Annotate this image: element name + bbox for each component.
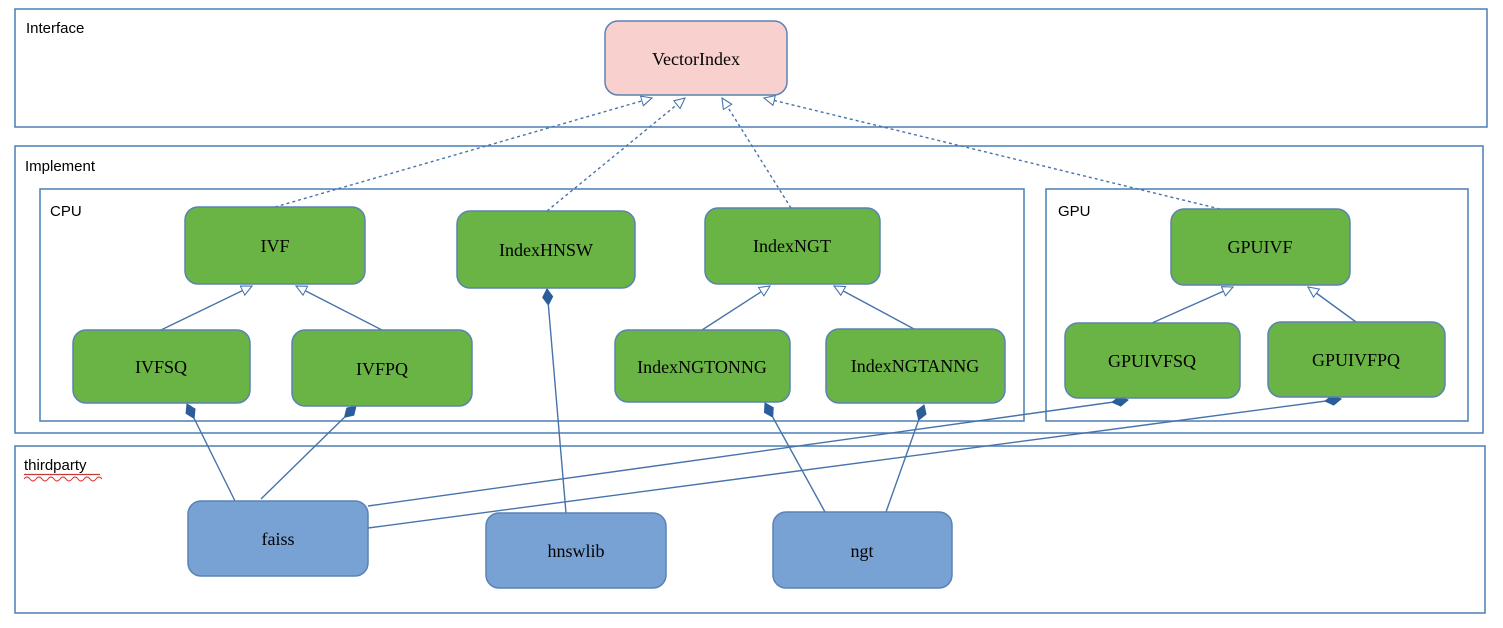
- edge-realization-ivf-vectorindex: [274, 98, 652, 208]
- spellcheck-squiggle: [23, 476, 103, 482]
- node-faiss-label: faiss: [262, 529, 295, 549]
- section-gpu-label: GPU: [1058, 203, 1091, 220]
- section-implement-label: Implement: [25, 158, 96, 175]
- edge-compose-faiss-gpuivfsq: [367, 400, 1128, 507]
- node-hnswlib: hnswlib: [485, 512, 667, 589]
- section-implement-frame: [14, 145, 1484, 434]
- node-vectorindex: VectorIndex: [604, 20, 788, 96]
- node-gpuivf-label: GPUIVF: [1227, 237, 1292, 257]
- section-interface-frame: [14, 8, 1488, 128]
- node-gpuivfpq-label: GPUIVFPQ: [1312, 350, 1400, 370]
- node-indexngtanng: IndexNGTANNG: [825, 328, 1006, 404]
- node-faiss-box: [187, 500, 369, 577]
- node-faiss: faiss: [187, 500, 369, 577]
- edge-realization-gpuivf-vectorindex: [764, 98, 1221, 210]
- section-cpu: CPU: [39, 188, 1025, 422]
- section-cpu-frame: [39, 188, 1025, 422]
- section-gpu: GPU: [1045, 188, 1469, 422]
- section-interface: Interface: [14, 8, 1488, 128]
- edge-compose-faiss-ivfpq: [260, 406, 356, 500]
- node-indexhnsw-box: [456, 210, 636, 289]
- node-ivf-label: IVF: [260, 236, 289, 256]
- section-thirdparty-frame: [14, 445, 1486, 614]
- node-indexngtanng-box: [825, 328, 1006, 404]
- node-indexngtonng: IndexNGTONNG: [614, 329, 791, 403]
- node-indexngtanng-label: IndexNGTANNG: [851, 356, 980, 376]
- node-indexngt: IndexNGT: [704, 207, 881, 285]
- section-thirdparty-label: thirdparty: [24, 457, 87, 474]
- edge-compose-ngt-indexngtonng: [765, 403, 826, 513]
- node-indexngt-box: [704, 207, 881, 285]
- node-gpuivfpq: GPUIVFPQ: [1267, 321, 1446, 398]
- edge-inherit-indexngtonng-indexngt: [701, 286, 770, 331]
- node-ivf-box: [184, 206, 366, 285]
- node-gpuivfsq: GPUIVFSQ: [1064, 322, 1241, 399]
- node-ivfsq-label: IVFSQ: [135, 357, 187, 377]
- edge-inherit-gpuivfsq-gpuivf: [1151, 287, 1233, 324]
- node-hnswlib-box: [485, 512, 667, 589]
- edge-compose-hnswlib-indexhnsw: [547, 289, 567, 514]
- node-gpuivfsq-label: GPUIVFSQ: [1108, 351, 1196, 371]
- edge-inherit-gpuivfpq-gpuivf: [1308, 287, 1357, 323]
- node-gpuivf: GPUIVF: [1170, 208, 1351, 286]
- edge-compose-ngt-indexngtanng: [885, 405, 924, 513]
- edge-realization-indexngt-vectorindex: [722, 98, 792, 209]
- edge-compose-faiss-ivfsq: [187, 404, 236, 502]
- node-ngt-label: ngt: [850, 541, 873, 561]
- edge-inherit-indexngtanng-indexngt: [834, 285, 915, 330]
- node-indexngt-label: IndexNGT: [753, 236, 831, 256]
- node-vectorindex-label: VectorIndex: [652, 49, 740, 69]
- node-vectorindex-box: [604, 20, 788, 96]
- edge-inherit-ivfpq-ivf: [296, 285, 383, 331]
- node-indexngtonng-box: [614, 329, 791, 403]
- node-hnswlib-label: hnswlib: [547, 541, 604, 561]
- node-ivfsq: IVFSQ: [72, 329, 251, 404]
- section-implement: Implement: [14, 145, 1484, 434]
- edge-compose-faiss-gpuivfpq: [367, 399, 1341, 529]
- node-indexngtonng-label: IndexNGTONNG: [637, 357, 767, 377]
- edge-inherit-ivfsq-ivf: [160, 285, 252, 331]
- node-indexhnsw: IndexHNSW: [456, 210, 636, 289]
- section-gpu-frame: [1045, 188, 1469, 422]
- node-ivfpq-label: IVFPQ: [356, 359, 408, 379]
- node-gpuivfpq-box: [1267, 321, 1446, 398]
- node-ngt: ngt: [772, 511, 953, 589]
- node-indexhnsw-label: IndexHNSW: [499, 240, 593, 260]
- node-ivfpq-box: [291, 329, 473, 407]
- section-cpu-label: CPU: [50, 203, 82, 220]
- node-gpuivfsq-box: [1064, 322, 1241, 399]
- node-ngt-box: [772, 511, 953, 589]
- edge-realization-indexhnsw-vectorindex: [546, 98, 685, 212]
- section-thirdparty: thirdparty: [14, 445, 1486, 614]
- node-ivf: IVF: [184, 206, 366, 285]
- node-gpuivf-box: [1170, 208, 1351, 286]
- node-ivfsq-box: [72, 329, 251, 404]
- node-ivfpq: IVFPQ: [291, 329, 473, 407]
- section-interface-label: Interface: [26, 20, 84, 37]
